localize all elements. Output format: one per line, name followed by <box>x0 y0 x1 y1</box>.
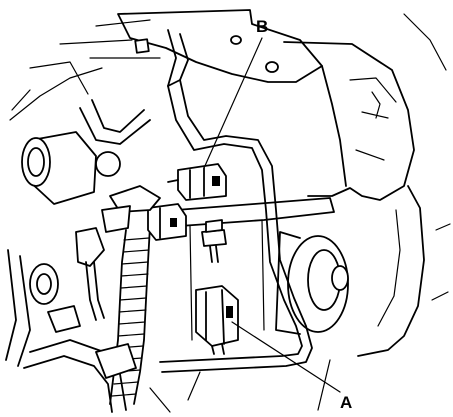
leader-line-b <box>203 37 263 169</box>
lower-left-parts <box>5 227 105 367</box>
harness-loop <box>159 29 313 373</box>
left-connector <box>101 185 187 241</box>
small-sensor <box>201 219 227 263</box>
round-cover <box>275 231 349 335</box>
corrugated-harness <box>109 225 151 405</box>
connector-a <box>195 285 239 355</box>
curved-hose <box>29 61 151 145</box>
cylinder-part <box>9 67 121 205</box>
engine-housing <box>283 13 451 357</box>
leader-line-a <box>231 321 341 393</box>
lower-hose <box>23 339 331 413</box>
callout-label-b: B <box>256 17 268 36</box>
upper-bracket <box>59 9 323 83</box>
callout-label-a: A <box>340 393 352 412</box>
connector-b <box>167 163 227 201</box>
leader-lines <box>203 37 341 393</box>
